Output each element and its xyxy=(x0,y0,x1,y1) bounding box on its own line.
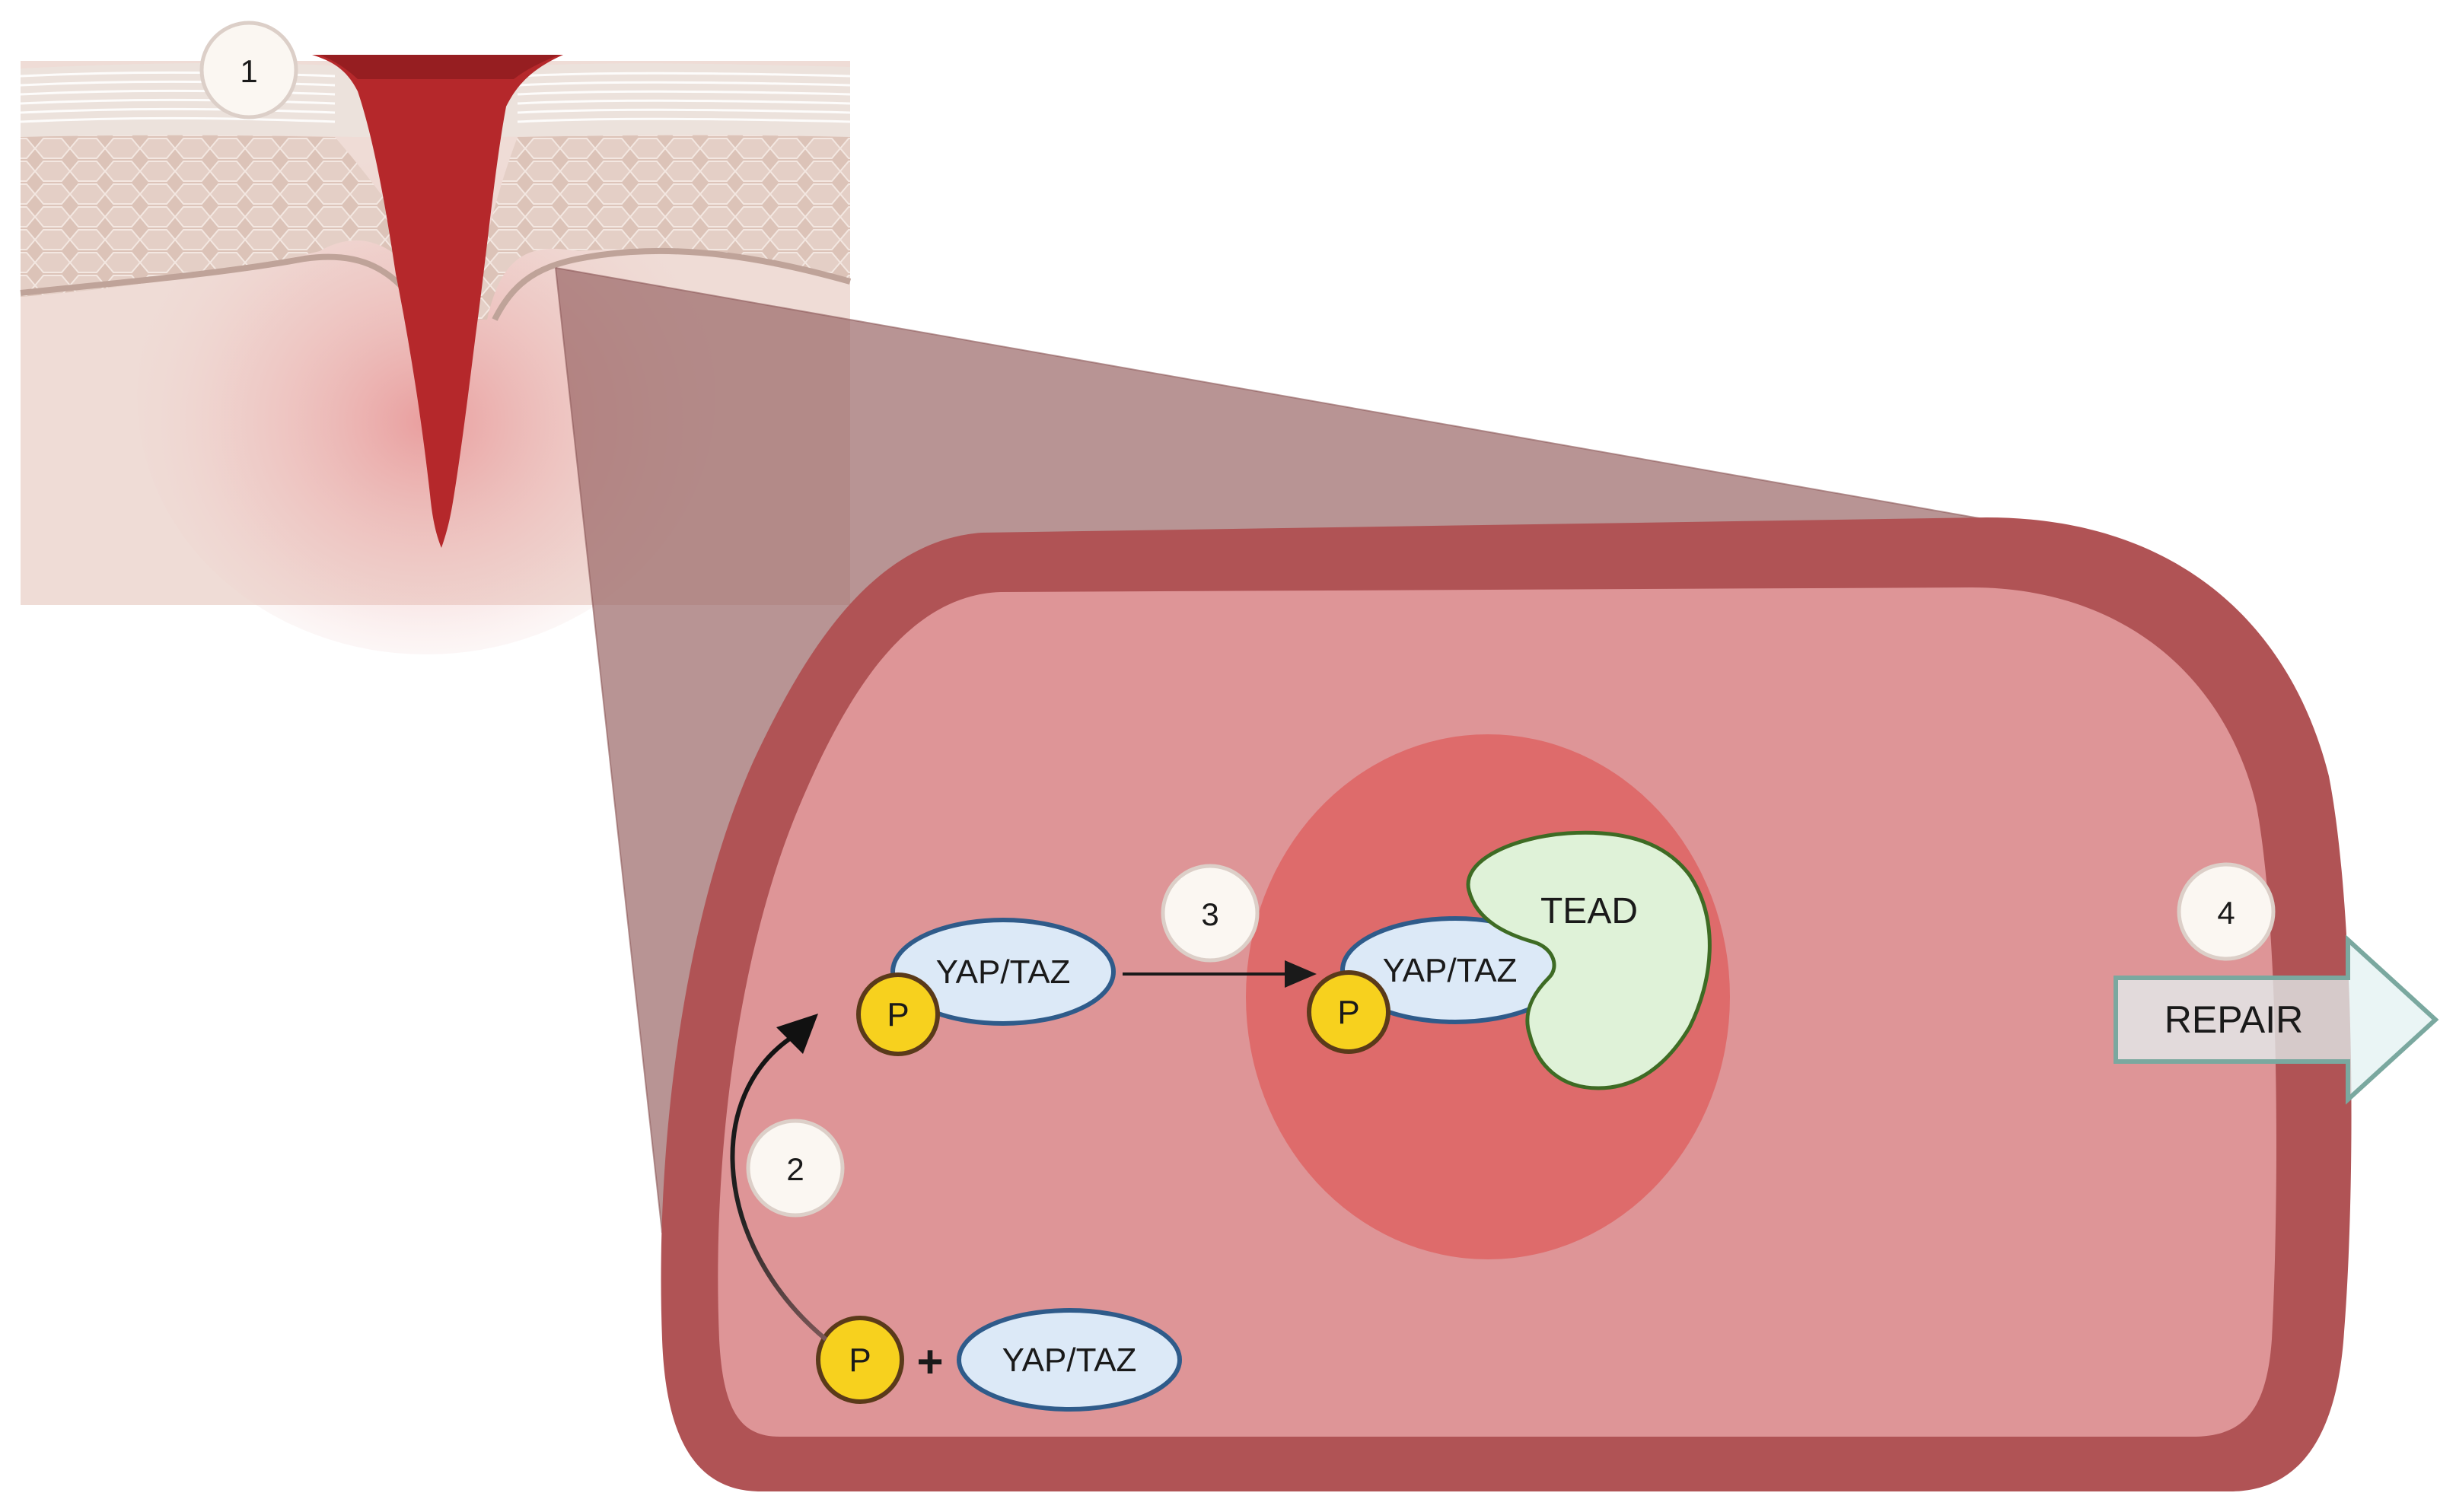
phosphorylation-arrow xyxy=(730,1014,827,1342)
free-phosphate-label: P xyxy=(849,1342,871,1379)
translocation-arrow xyxy=(1123,960,1317,988)
free-yap-taz-label: YAP/TAZ xyxy=(1002,1342,1137,1379)
phospho-yap-taz: YAP/TAZ P xyxy=(856,918,1116,1056)
repair-label: REPAIR xyxy=(2165,998,2303,1041)
wound-blood xyxy=(312,55,563,548)
basal-layer xyxy=(20,253,429,321)
nuclear-complex: YAP/TAZ TEAD P xyxy=(1307,830,1712,1090)
epidermis xyxy=(21,135,457,320)
step-4-number: 4 xyxy=(2217,895,2235,931)
plus-sign: + xyxy=(916,1336,943,1387)
nuclear-p-label: P xyxy=(1337,994,1359,1031)
step-1-number: 1 xyxy=(240,53,257,89)
step-2-badge: 2 xyxy=(746,1119,845,1218)
tead-label: TEAD xyxy=(1540,891,1638,931)
phospho-yap-taz-p-label: P xyxy=(887,996,909,1033)
nuclear-yap-taz-label: YAP/TAZ xyxy=(1383,952,1518,989)
step-4-badge: 4 xyxy=(2177,862,2276,961)
free-phosphate: P xyxy=(816,1316,904,1404)
tead-protein xyxy=(1466,830,1712,1090)
corneum-striations xyxy=(20,71,851,123)
step-1-badge: 1 xyxy=(199,21,298,119)
step-2-number: 2 xyxy=(786,1151,804,1187)
repair-arrow: REPAIR xyxy=(2114,934,2439,1105)
phospho-yap-taz-label: YAP/TAZ xyxy=(936,953,1071,991)
step-3-number: 3 xyxy=(1201,896,1218,932)
step-3-badge: 3 xyxy=(1161,864,1260,963)
free-yap-taz: YAP/TAZ xyxy=(957,1308,1182,1412)
